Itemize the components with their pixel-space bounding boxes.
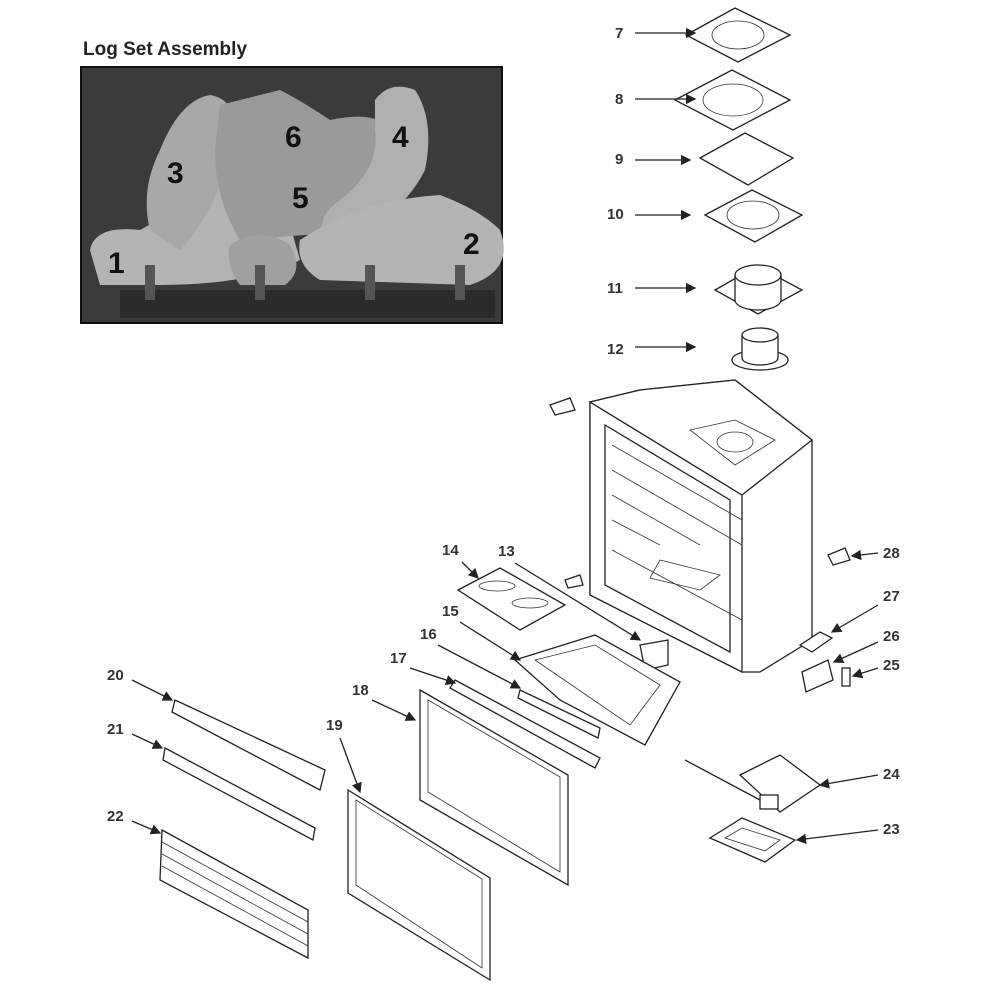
part-25-switch [841,667,851,687]
part-label-21: 21 [107,721,124,738]
part-label-7: 7 [615,25,623,42]
part-label-14: 14 [442,542,459,559]
part-24-valve-assembly [684,754,822,813]
part-19-screen-frame [347,788,491,982]
part-11-collar [713,264,804,315]
log-number-1: 1 [108,247,125,280]
part-10-plate [703,189,804,243]
bracket [564,574,584,589]
part-27-plate [798,631,834,653]
part-12-collar [731,327,789,371]
log-set-title: Log Set Assembly [83,39,247,60]
part-label-10: 10 [607,206,624,223]
log-number-4: 4 [392,121,409,154]
part-17-trim [449,679,601,769]
part-21-louver [162,747,316,841]
part-label-22: 22 [107,808,124,825]
part-label-20: 20 [107,667,124,684]
part-label-27: 27 [883,588,900,605]
part-label-18: 18 [352,682,369,699]
part-label-26: 26 [883,628,900,645]
part-label-8: 8 [615,91,623,108]
part-20-louver [171,699,326,791]
part-label-24: 24 [883,766,900,783]
part-label-13: 13 [498,543,515,560]
log-set-photo: 1 2 3 4 5 6 [80,66,504,324]
part-9-plate [698,132,795,186]
log-number-5: 5 [292,182,309,215]
part-label-23: 23 [883,821,900,838]
part-18-glass-frame [419,688,569,887]
part-8-plate [673,69,792,131]
part-label-17: 17 [390,650,407,667]
log-number-3: 3 [167,157,184,190]
part-14-burner-tray [456,567,567,631]
part-labels: 7 8 9 10 11 12 13 14 15 16 17 18 19 20 2… [107,25,900,845]
part-label-9: 9 [615,151,623,168]
part-label-19: 19 [326,717,343,734]
part-label-11: 11 [607,280,623,297]
bracket [549,397,576,416]
part-22-louver [159,828,309,960]
part-15-base-pan [513,634,681,746]
part-label-12: 12 [607,341,624,358]
part-label-16: 16 [420,626,437,643]
part-label-28: 28 [883,545,900,562]
part-28-bracket [827,547,851,566]
part-26-receiver [801,659,834,693]
log-number-2: 2 [463,228,480,261]
part-23-gasket [708,817,797,863]
part-label-25: 25 [883,657,900,674]
part-label-15: 15 [442,603,459,620]
part-7-plate [684,7,792,63]
firebox [588,379,814,674]
part-16-rail [517,689,601,739]
log-number-6: 6 [285,121,302,154]
